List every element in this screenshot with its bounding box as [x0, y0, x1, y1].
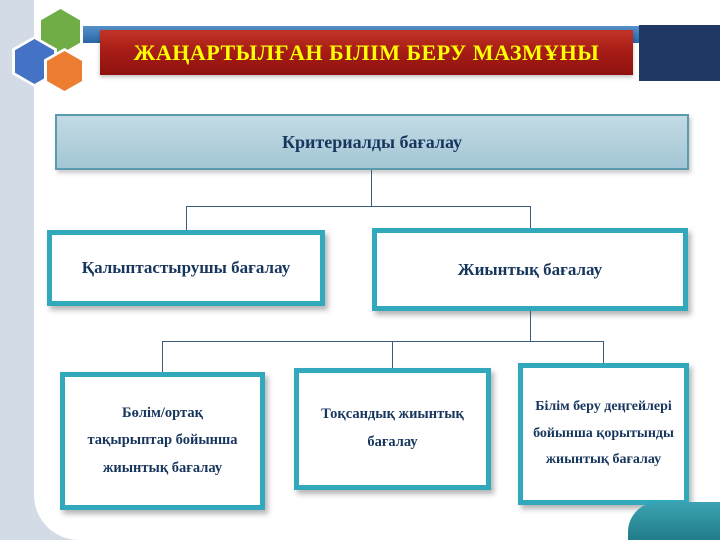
level-summative-label: Білім беру деңгейлері бойынша қорытынды … [533, 399, 674, 468]
section-summative-label: Бөлім/ортақ тақырыптар бойынша жиынтық б… [87, 404, 238, 476]
summative-assessment-label: Жиынтық бағалау [457, 259, 603, 279]
connector-level2-bar [186, 206, 530, 207]
connector-root-stem [371, 170, 372, 206]
connector-section-drop [162, 341, 163, 372]
title-banner: ЖАҢАРТЫЛҒАН БІЛІМ БЕРУ МАЗМҰНЫ [100, 30, 633, 75]
section-summative-box: Бөлім/ортақ тақырыптар бойынша жиынтық б… [60, 372, 265, 510]
term-summative-box: Тоқсандық жиынтық бағалау [294, 368, 491, 490]
root-box-label: Критериалды бағалау [281, 131, 463, 152]
summative-assessment-box: Жиынтық бағалау [372, 228, 688, 311]
connector-summative-stem [530, 311, 531, 341]
connector-summative-drop [530, 206, 531, 228]
bottom-right-corner-shape [628, 502, 720, 540]
slide-title: ЖАҢАРТЫЛҒАН БІЛІМ БЕРУ МАЗМҰНЫ [133, 39, 600, 65]
connector-term-drop [392, 341, 393, 368]
orange-hexagon-fill [47, 51, 82, 91]
connector-formative-drop [186, 206, 187, 230]
top-right-navy-block [639, 25, 720, 81]
formative-assessment-label: Қалыптастырушы бағалау [81, 258, 291, 277]
formative-assessment-box: Қалыптастырушы бағалау [47, 230, 325, 306]
connector-level3-bar [162, 341, 603, 342]
root-box: Критериалды бағалау [55, 114, 689, 170]
connector-level-drop [603, 341, 604, 363]
level-summative-box: Білім беру деңгейлері бойынша қорытынды … [518, 363, 689, 505]
term-summative-label: Тоқсандық жиынтық бағалау [321, 406, 464, 450]
